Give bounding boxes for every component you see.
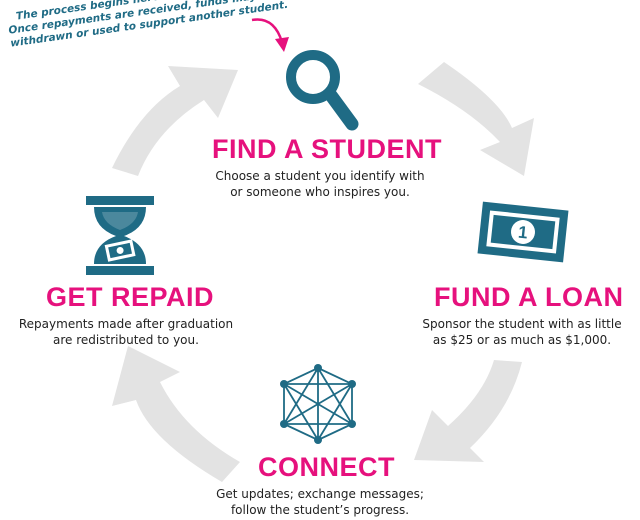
dollar-bill-icon: 1	[477, 201, 569, 263]
connect-desc: Get updates; exchange messages; follow t…	[200, 486, 440, 518]
connect-title: CONNECT	[258, 452, 395, 482]
cycle-arrow-top-right	[418, 62, 534, 176]
fund-loan-desc-line: as $25 or as much as $1,000.	[432, 333, 612, 347]
cycle-arrow-top-left	[112, 66, 238, 176]
hourglass-money-icon	[86, 196, 154, 275]
note-pointer-arrow-icon	[251, 18, 289, 52]
get-repaid-desc-line: are redistributed to you.	[53, 333, 199, 347]
find-student-desc: Choose a student you identify with or so…	[200, 168, 440, 200]
get-repaid-desc: Repayments made after graduation are red…	[6, 316, 246, 348]
cycle-arrow-bottom-right	[414, 360, 522, 462]
fund-loan-desc: Sponsor the student with as little as $2…	[408, 316, 636, 348]
dollar-bill-denomination: 1	[517, 223, 528, 243]
connect-desc-line: follow the student’s progress.	[230, 503, 410, 517]
get-repaid-title: GET REPAID	[46, 282, 215, 312]
network-hexagon-icon	[280, 364, 356, 444]
find-student-desc-line: Choose a student you identify with	[215, 169, 425, 183]
find-student-desc-line: or someone who inspires you.	[230, 185, 410, 199]
search-icon	[286, 50, 359, 131]
cycle-arrow-bottom-left	[112, 346, 240, 482]
connect-desc-line: Get updates; exchange messages;	[216, 487, 424, 501]
fund-loan-desc-line: Sponsor the student with as little	[422, 317, 622, 331]
fund-loan-title: FUND A LOAN	[434, 282, 624, 312]
find-student-title: FIND A STUDENT	[212, 134, 442, 164]
get-repaid-desc-line: Repayments made after graduation	[18, 317, 234, 331]
